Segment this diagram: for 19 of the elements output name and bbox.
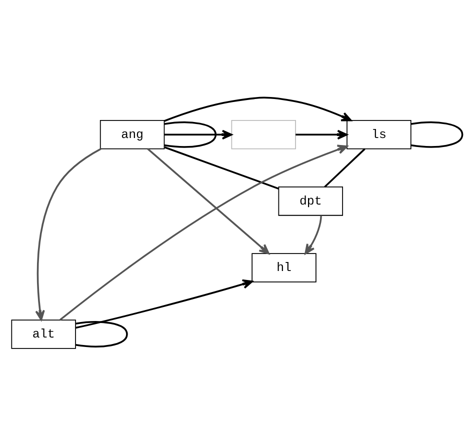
node-box: alt bbox=[11, 320, 76, 349]
connector bbox=[164, 121, 217, 148]
arrow bbox=[76, 279, 253, 329]
node-box: hl bbox=[252, 253, 316, 282]
arrow bbox=[60, 144, 348, 321]
connector bbox=[164, 146, 279, 190]
arrow bbox=[164, 96, 352, 122]
node-box: dpt bbox=[278, 186, 344, 216]
node-box: ls bbox=[346, 120, 412, 150]
arrow bbox=[147, 148, 270, 254]
arrow bbox=[35, 148, 102, 321]
node-box bbox=[231, 120, 296, 150]
arrow bbox=[304, 215, 322, 254]
connector bbox=[324, 148, 366, 188]
arrow bbox=[164, 130, 232, 140]
connector bbox=[410, 121, 464, 148]
connector bbox=[76, 321, 128, 348]
node-box: ang bbox=[100, 120, 165, 150]
arrow bbox=[296, 130, 348, 140]
